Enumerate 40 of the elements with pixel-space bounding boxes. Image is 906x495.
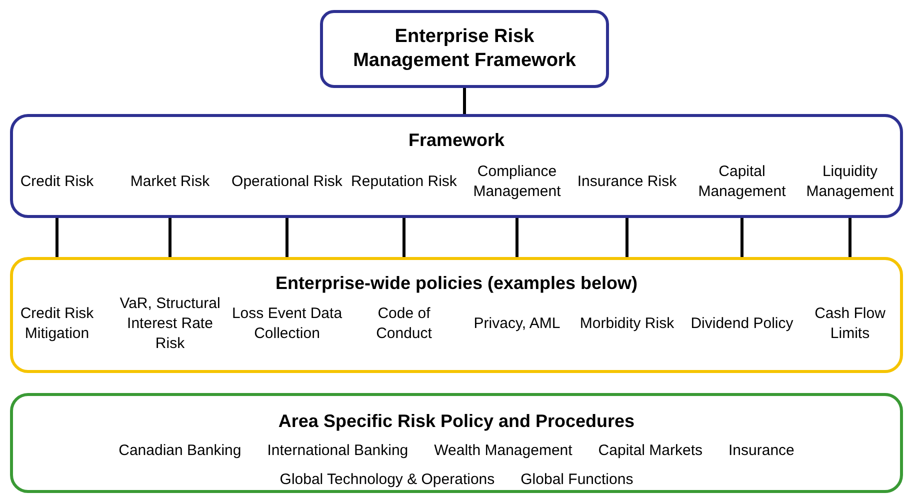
- business-area-label: Capital Markets: [598, 441, 702, 461]
- area-band: [10, 393, 903, 493]
- policy-label: VaR, Structural Interest Rate Risk: [118, 294, 222, 354]
- connector-line: [516, 218, 518, 257]
- risk-category-label: Operational Risk: [232, 172, 342, 192]
- policy-label: Dividend Policy: [690, 314, 794, 334]
- business-area-label: Canadian Banking: [118, 441, 242, 461]
- section-heading: Framework: [408, 129, 505, 152]
- section-heading: Enterprise Risk Management Framework: [352, 25, 577, 73]
- policy-label: Loss Event Data Collection: [231, 304, 343, 344]
- connector-line: [848, 218, 852, 257]
- policy-label: Morbidity Risk: [580, 314, 674, 334]
- risk-category-label: Insurance Risk: [577, 172, 677, 192]
- risk-category-label: Reputation Risk: [351, 172, 457, 192]
- risk-category-label: Compliance Management: [472, 162, 562, 202]
- connector-line: [740, 218, 744, 257]
- connector-line: [402, 218, 406, 257]
- business-area-label: Wealth Management: [434, 441, 572, 461]
- policy-label: Cash Flow Limits: [814, 304, 886, 344]
- title-box: [320, 10, 609, 88]
- policy-label: Privacy, AML: [474, 314, 560, 334]
- connector-line: [56, 218, 58, 257]
- business-area-label: Global Functions: [520, 470, 634, 490]
- section-heading: Enterprise-wide policies (examples below): [275, 272, 638, 295]
- connector-line: [286, 218, 288, 257]
- connector-line: [168, 218, 172, 257]
- risk-category-label: Liquidity Management: [805, 162, 895, 202]
- connector-line: [463, 88, 466, 114]
- policies-band: [10, 257, 903, 373]
- policy-label: Code of Conduct: [375, 304, 433, 344]
- business-area-label: International Banking: [267, 441, 408, 461]
- business-area-label: Insurance: [728, 441, 794, 461]
- framework-band: [10, 114, 903, 218]
- policy-label: Credit Risk Mitigation: [19, 304, 95, 344]
- risk-category-label: Capital Management: [697, 162, 787, 202]
- risk-category-label: Market Risk: [130, 172, 210, 192]
- section-heading: Area Specific Risk Policy and Procedures: [278, 410, 635, 433]
- business-area-label: Global Technology & Operations: [280, 470, 495, 490]
- connector-line: [626, 218, 628, 257]
- risk-category-label: Credit Risk: [20, 172, 94, 192]
